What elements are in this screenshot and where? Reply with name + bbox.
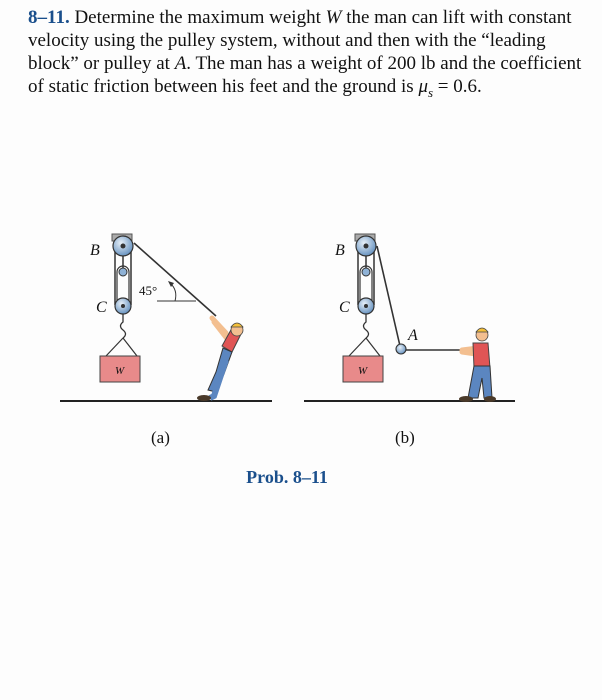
figure-caption: Prob. 8–11 — [246, 467, 328, 487]
man-b — [459, 327, 496, 402]
problem-text-1: Determine the maximum weight — [74, 7, 326, 28]
man-a — [197, 315, 244, 401]
rope-to-a — [376, 245, 401, 347]
label-a: A — [407, 327, 418, 344]
weight-label-b: W — [358, 365, 368, 377]
pull-rope-a — [133, 242, 217, 317]
angle-label: 45° — [139, 283, 157, 298]
weight-label-a: W — [115, 365, 125, 377]
figure-a — [60, 233, 272, 402]
subfig-b-label: (b) — [395, 428, 415, 447]
mu-subscript: s — [427, 84, 434, 100]
label-b-a: B — [90, 242, 100, 259]
problem-text-3: . The man has a weight of 200 lb and the… — [28, 53, 582, 97]
label-c-b: C — [339, 299, 350, 316]
subfig-a-label: (a) — [151, 428, 170, 447]
mu-symbol: μ — [418, 76, 428, 97]
figure-b — [304, 233, 515, 402]
problem-statement: 8–11. Determine the maximum weight W the… — [28, 6, 588, 104]
variable-a: A — [174, 53, 187, 74]
label-c-a: C — [96, 299, 107, 316]
pulley-a — [395, 343, 407, 355]
variable-w: W — [325, 7, 342, 28]
weight-box-a — [99, 355, 141, 383]
weight-box-b — [342, 355, 384, 383]
label-b-b: B — [335, 242, 345, 259]
problem-number: 8–11. — [28, 7, 70, 28]
problem-text-4: = 0.6. — [433, 76, 482, 97]
problem-text-2: the man can lift with constant velocity … — [28, 7, 572, 74]
